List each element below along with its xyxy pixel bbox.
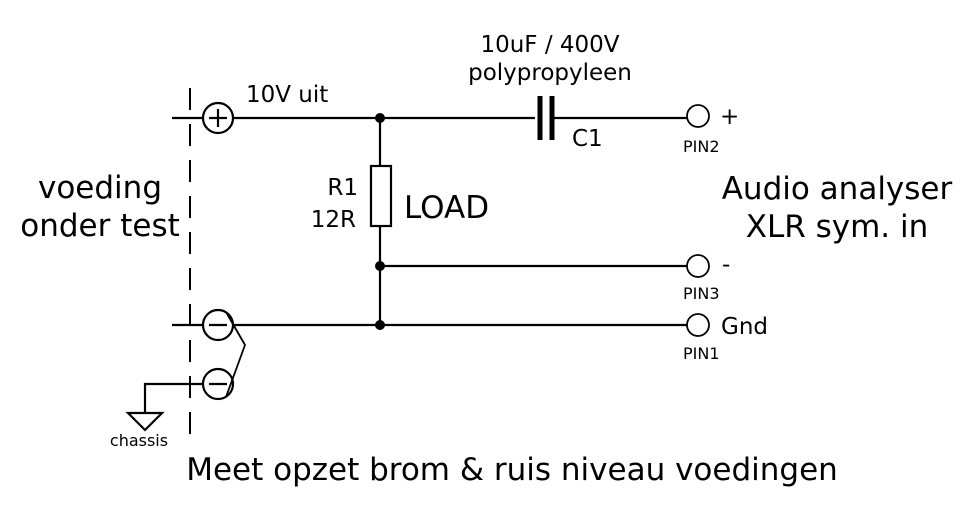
cap-type-label: polypropyleen — [468, 60, 632, 86]
negative-terminal-1 — [201, 308, 235, 342]
resistor-r1 — [369, 164, 393, 228]
pin2-sign: + — [720, 104, 739, 130]
cap-value-label: 10uF / 400V — [480, 32, 619, 58]
pin3-label: PIN3 — [683, 284, 720, 303]
capacitor-c1 — [537, 96, 555, 140]
output-label: 10V uit — [246, 82, 328, 108]
supply-label-line1: voeding — [38, 170, 162, 206]
res-value-label: 12R — [311, 207, 356, 233]
terminal-link-wire — [225, 311, 246, 398]
chassis-wire — [143, 382, 202, 413]
pin2-label: PIN2 — [683, 137, 720, 156]
pin3-sign: - — [722, 252, 730, 278]
chassis-label: chassis — [110, 431, 168, 450]
chassis-ground-icon — [125, 411, 165, 432]
pin3-terminal — [686, 254, 710, 278]
caption: Meet opzet brom & ruis niveau voedingen — [186, 452, 838, 488]
res-ref-label: R1 — [327, 175, 358, 201]
supply-label-line2: onder test — [20, 208, 180, 244]
analyser-label-line1: Audio analyser — [722, 171, 953, 207]
analyser-label-line2: XLR sym. in — [746, 209, 929, 245]
pin1-label: PIN1 — [683, 344, 720, 363]
pin1-terminal — [686, 313, 710, 337]
positive-terminal — [201, 101, 235, 135]
load-label: LOAD — [404, 190, 489, 226]
pin1-sign: Gnd — [721, 314, 768, 340]
cap-ref-label: C1 — [572, 126, 603, 152]
negative-terminal-2 — [201, 367, 235, 401]
pin2-terminal — [686, 104, 710, 128]
